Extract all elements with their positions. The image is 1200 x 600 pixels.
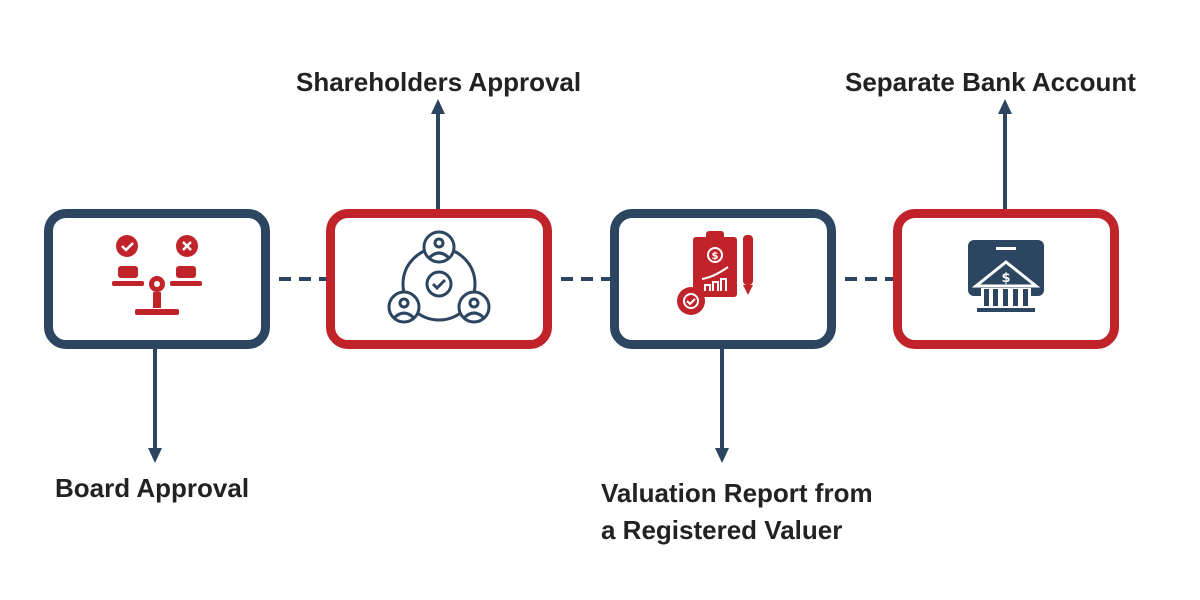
- step-valuation-report: $: [610, 209, 836, 349]
- board-approval-label: Board Approval: [55, 473, 250, 503]
- bank-icon: $: [968, 240, 1044, 312]
- step-shareholders-approval: [326, 209, 552, 349]
- svg-text:$: $: [712, 251, 719, 262]
- arrowhead: [431, 99, 445, 114]
- svg-text:$: $: [1001, 271, 1010, 286]
- step-board-approval: [44, 209, 270, 349]
- arrowhead: [148, 448, 162, 463]
- arrowhead: [715, 448, 729, 463]
- group-approval-icon: [387, 230, 491, 324]
- separate-bank-account-label: Separate Bank Account: [845, 67, 1136, 97]
- arrowhead: [998, 99, 1012, 114]
- valuation-report-icon: $: [677, 231, 753, 315]
- step-separate-bank-account: $: [893, 209, 1119, 349]
- valuation-report-label: Valuation Report from a Registered Value…: [601, 475, 873, 549]
- balance-scale-icon: [112, 235, 202, 315]
- valuation-report-label-line1: Valuation Report from: [601, 478, 873, 508]
- valuation-report-label-line2: a Registered Valuer: [601, 515, 843, 545]
- shareholders-approval-label: Shareholders Approval: [296, 67, 582, 97]
